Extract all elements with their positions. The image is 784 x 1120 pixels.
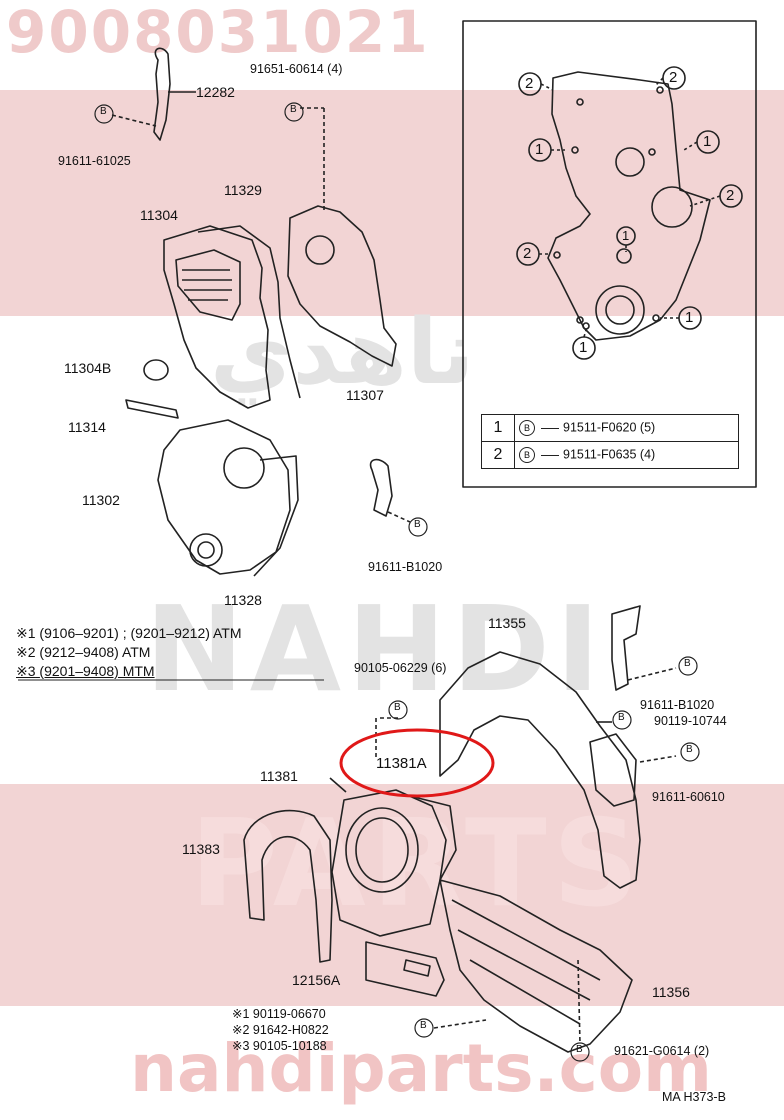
bolt-table: 1 B 91511-F0620 (5) 2 B 91511-F0635 (4)	[481, 414, 739, 469]
upper-cover-11304	[163, 225, 271, 409]
label-11356: 11356	[652, 984, 690, 1000]
applicability-legend: ※1 (9106–9201) ; (9201–9212) ATM ※2 (921…	[16, 624, 242, 681]
watermark-site: nahdiparts.com	[130, 1030, 712, 1107]
bolt-table-num-1: 1	[481, 414, 515, 442]
inset-callout-2b: 2	[669, 69, 678, 86]
inset-plate	[547, 71, 711, 341]
label-12156a: 12156A	[292, 972, 341, 988]
bolt-part-2: 91511-F0635 (4)	[563, 447, 656, 462]
inset-callout-1c: 1	[622, 228, 630, 243]
label-mark3-90105-10188: ※3 90105-10188	[232, 1038, 327, 1053]
bolt-table-row-1: 1 B 91511-F0620 (5)	[481, 414, 739, 442]
watermark-brand-arabic: ناهدي	[210, 300, 475, 405]
gasket-11383	[243, 809, 333, 963]
inset-callout-2c: 2	[726, 187, 735, 204]
label-90119-10744: 90119-10744	[654, 714, 727, 728]
legend-text-2: (9212–9408) ATM	[39, 644, 151, 660]
hook-bracket-upper	[369, 458, 393, 517]
lower-cover-11302	[157, 419, 291, 575]
label-11355: 11355	[488, 615, 526, 631]
label-11302: 11302	[82, 492, 120, 508]
inset-frame	[462, 20, 757, 488]
b-callout-8: B	[420, 1020, 427, 1031]
label-91611-60610: 91611-60610	[652, 790, 725, 804]
inset-callout-1e: 1	[579, 339, 588, 356]
retainer-11381	[331, 789, 447, 937]
label-11307: 11307	[346, 387, 384, 403]
bolt-table-part-2: B 91511-F0635 (4)	[514, 441, 739, 469]
inset-callout-1a: 1	[535, 141, 544, 158]
label-11314: 11314	[68, 419, 106, 435]
bracket-12282	[153, 47, 171, 141]
legend-mark-3: ※3	[16, 663, 36, 679]
gasket-11329	[197, 225, 301, 399]
seal-12156a	[365, 941, 445, 997]
label-91651-60614: 91651-60614 (4)	[250, 62, 343, 76]
mark-2: ※2	[232, 1023, 250, 1037]
mark-3: ※3	[232, 1039, 250, 1053]
label-90105-06229: 90105-06229 (6)	[354, 661, 447, 675]
b-callout-4: B	[684, 658, 691, 669]
inset-callout-1b: 1	[703, 133, 712, 150]
b-callout-1: B	[100, 106, 107, 117]
watermark-part-number: 9008031021	[6, 0, 430, 66]
legend-text-1: (9106–9201) ; (9201–9212) ATM	[39, 625, 242, 641]
watermark-band-top	[0, 90, 784, 316]
label-11381: 11381	[260, 768, 298, 784]
mark-1: ※1	[232, 1007, 250, 1021]
part-90119-06670: 90119-06670	[252, 1007, 326, 1021]
watermark-parts: PARTS	[190, 795, 646, 934]
b-callout-5: B	[618, 712, 625, 723]
b-callout-7: B	[394, 702, 401, 713]
part-91642-h0822: 91642-H0822	[252, 1023, 329, 1037]
inset-callout-1d: 1	[685, 309, 694, 326]
bolt-b-marker-2: B	[519, 447, 535, 463]
label-12282: 12282	[196, 84, 235, 100]
b-callout-9: B	[576, 1044, 583, 1055]
rear-plate-11307	[287, 205, 397, 367]
label-11381a: 11381A	[376, 755, 427, 772]
gasket-11314	[125, 399, 179, 419]
label-11329: 11329	[224, 182, 262, 198]
bolt-b-marker-1: B	[519, 420, 535, 436]
rear-plate-11355	[439, 651, 641, 889]
legend-mark-1: ※1	[16, 625, 36, 641]
inset-callout-2d: 2	[523, 245, 532, 262]
label-11383: 11383	[182, 841, 220, 857]
part-90105-10188: 90105-10188	[252, 1039, 327, 1053]
bolt-table-part-1: B 91511-F0620 (5)	[514, 414, 739, 442]
inset-callout-2a: 2	[525, 75, 534, 92]
bolt-table-num-2: 2	[481, 441, 515, 469]
legend-row-3: ※3 (9201–9408) MTM	[16, 662, 242, 681]
label-mark2-91642-h0822: ※2 91642-H0822	[232, 1022, 329, 1037]
label-91611-b1020-right: 91611-B1020	[640, 698, 715, 712]
dash-1	[541, 427, 559, 429]
plug-11304b	[143, 359, 169, 381]
highlight-ring	[339, 728, 495, 798]
label-11328: 11328	[224, 592, 262, 608]
legend-row-1: ※1 (9106–9201) ; (9201–9212) ATM	[16, 624, 242, 643]
legend-text-3: (9201–9408) MTM	[39, 663, 155, 679]
b-callout-6: B	[686, 744, 693, 755]
label-mark1-90119-06670: ※1 90119-06670	[232, 1006, 326, 1021]
legend-row-2: ※2 (9212–9408) ATM	[16, 643, 242, 662]
bolt-table-row-2: 2 B 91511-F0635 (4)	[481, 441, 739, 469]
bolt-part-1: 91511-F0620 (5)	[563, 420, 656, 435]
label-91611-b1020-top: 91611-B1020	[368, 560, 443, 574]
label-91621-g0614: 91621-G0614 (2)	[614, 1044, 710, 1058]
dash-2	[541, 454, 559, 456]
label-91611-61025: 91611-61025	[58, 154, 131, 168]
gasket-11328	[253, 455, 299, 577]
legend-mark-2: ※2	[16, 644, 36, 660]
b-callout-3: B	[414, 519, 421, 530]
label-11304b: 11304B	[64, 360, 112, 376]
watermark-brand-latin: NAHDI	[145, 580, 606, 718]
cover-11356	[439, 879, 633, 1053]
label-11304: 11304	[140, 207, 178, 223]
b-callout-2: B	[290, 104, 297, 115]
hook-bracket-right	[611, 605, 641, 691]
figure-code: MA H373-B	[662, 1090, 726, 1104]
